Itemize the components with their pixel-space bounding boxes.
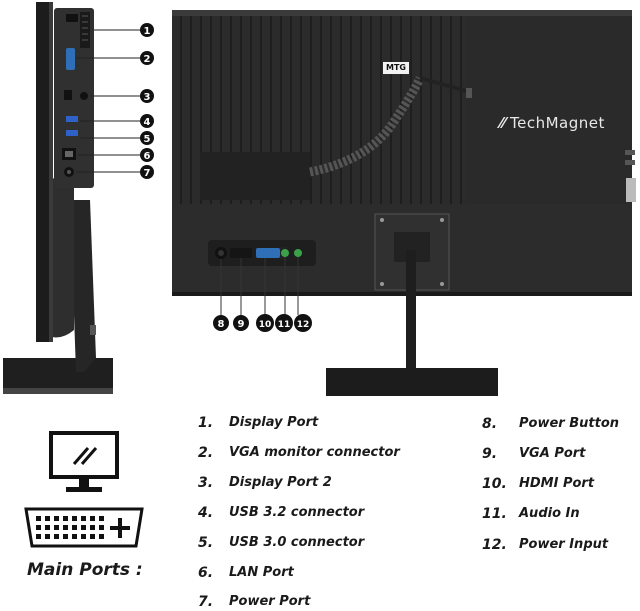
- callout-side-1: 1: [140, 23, 154, 37]
- legend-num-1: 1.: [198, 415, 214, 431]
- legend-label-5: USB 3.0 connector: [229, 535, 365, 550]
- legend-num-7: 7.: [198, 594, 214, 610]
- legend-label-9: VGA Port: [519, 446, 586, 461]
- legend-label-7: Power Port: [229, 594, 311, 609]
- legend-label-4: USB 3.2 connector: [229, 505, 365, 520]
- legend-label-10: HDMI Port: [519, 476, 595, 491]
- callout-side-7: 7: [140, 165, 154, 179]
- svg-text:4: 4: [144, 117, 151, 128]
- legend-label-8: Power Button: [519, 416, 620, 431]
- monitor-icon: [49, 431, 119, 492]
- legend-num-8: 8.: [482, 416, 498, 432]
- callout-bottom-9: 9: [233, 315, 249, 331]
- brand-name: ⁄⁄TechMagnet: [500, 114, 605, 132]
- svg-text:5: 5: [144, 134, 151, 145]
- legend-num-10: 10.: [482, 476, 507, 492]
- legend-label-12: Power Input: [519, 537, 609, 552]
- callout-bottom-12: 12: [294, 314, 312, 332]
- legend-num-12: 12.: [482, 537, 507, 553]
- svg-text:3: 3: [144, 92, 151, 103]
- legend-num-2: 2.: [198, 445, 214, 461]
- svg-text:2: 2: [144, 54, 151, 65]
- svg-text:6: 6: [144, 151, 151, 162]
- svg-text:9: 9: [238, 319, 245, 330]
- dvi-port-icon: [24, 507, 144, 548]
- callout-side-6: 6: [140, 148, 154, 162]
- monitor-rear-view: 8 9 10 11 12: [172, 10, 636, 396]
- svg-text:12: 12: [297, 320, 310, 330]
- callout-side-3: 3: [140, 89, 154, 103]
- svg-text:10: 10: [259, 320, 272, 330]
- legend-num-9: 9.: [482, 446, 498, 462]
- legend-label-3: Display Port 2: [229, 475, 332, 490]
- callout-bottom-10: 10: [256, 314, 274, 332]
- legend-label-2: VGA monitor connector: [229, 445, 400, 460]
- legend-num-6: 6.: [198, 565, 214, 581]
- legend-num-3: 3.: [198, 475, 214, 491]
- monitor-side-view: 1 2 3 4 5 6 7: [3, 2, 154, 394]
- callout-side-2: 2: [140, 51, 154, 65]
- svg-text:7: 7: [144, 168, 151, 179]
- callout-side-4: 4: [140, 114, 154, 128]
- legend-num-11: 11.: [482, 506, 507, 522]
- legend-label-11: Audio In: [519, 506, 580, 521]
- legend-num-4: 4.: [198, 505, 214, 521]
- brand-logo-icon: ⁄⁄: [500, 114, 507, 132]
- legend-num-5: 5.: [198, 535, 214, 551]
- callout-bottom-8: 8: [213, 315, 229, 331]
- legend-label-6: LAN Port: [229, 565, 294, 580]
- main-ports-label: Main Ports :: [27, 560, 143, 580]
- callout-side-5: 5: [140, 131, 154, 145]
- legend-label-1: Display Port: [229, 415, 319, 430]
- svg-text:1: 1: [144, 26, 151, 37]
- svg-text:8: 8: [218, 319, 225, 330]
- svg-text:11: 11: [278, 320, 291, 330]
- callout-bottom-11: 11: [275, 314, 293, 332]
- brand-tag: MTG: [383, 62, 409, 74]
